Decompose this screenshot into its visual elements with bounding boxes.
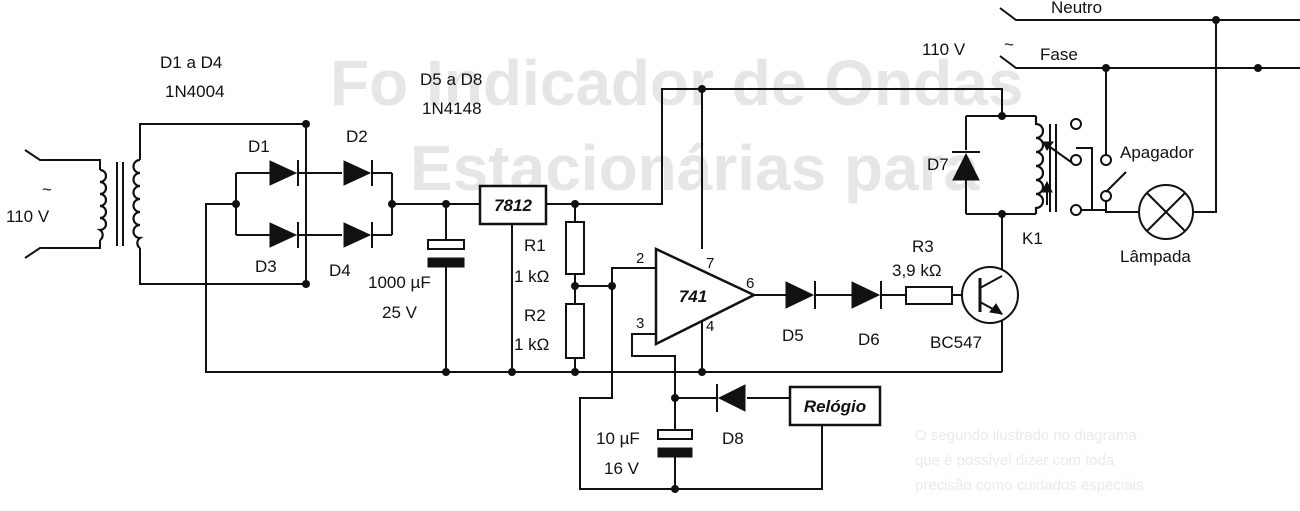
bg-paragraph-line: O segundo ilustrado no diagrama	[915, 427, 1137, 444]
d3-label: D3	[255, 257, 277, 276]
d6-label: D6	[858, 330, 880, 349]
input-mains: ~ 110 V	[6, 180, 52, 226]
r1-label: R1	[524, 236, 546, 255]
resistor-r2	[565, 303, 585, 359]
d8-label: D8	[722, 429, 744, 448]
timing-cap-voltage: 16 V	[604, 459, 640, 478]
regulator-7812: 7812	[478, 184, 548, 226]
diode-d2	[343, 160, 373, 186]
wires	[24, 7, 1300, 490]
rectifier-group-label: D1 a D4	[160, 53, 222, 72]
opamp-pin-7: 7	[706, 255, 714, 272]
diode-d5	[785, 281, 816, 309]
mains-voltage-label: 110 V	[922, 40, 966, 59]
bg-paragraph-line: que é possível dizer com toda	[915, 452, 1115, 469]
clock-label: Relógio	[804, 397, 866, 416]
regulator-label: 7812	[494, 196, 532, 215]
input-voltage-label: 110 V	[6, 207, 50, 226]
r2-label: R2	[524, 306, 546, 325]
opamp-label: 741	[679, 287, 707, 306]
diode-d4	[343, 222, 373, 248]
transformer	[96, 158, 144, 249]
d4-label: D4	[329, 261, 351, 280]
diode-d8	[716, 384, 746, 412]
d2-label: D2	[346, 127, 368, 146]
timing-cap-value: 10 µF	[596, 429, 640, 448]
switch-label: Apagador	[1120, 143, 1194, 162]
opamp-pin-3: 3	[636, 315, 644, 332]
junction-dots	[232, 16, 1262, 493]
r3-value: 3,9 kΩ	[892, 261, 942, 280]
bg-paragraph-line: precisão como cuidados especiais	[915, 477, 1143, 494]
d7-label: D7	[927, 155, 949, 174]
opamp-pin-4: 4	[706, 318, 714, 335]
r1-value: 1 kΩ	[514, 267, 549, 286]
relay-label: K1	[1022, 229, 1043, 248]
timing-capacitor	[657, 398, 693, 458]
neutro-label: Neutro	[1051, 0, 1102, 17]
relay-k1	[1034, 116, 1082, 216]
mains-ac-symbol: ~	[1004, 35, 1014, 54]
opamp-pin-6: 6	[746, 275, 754, 292]
diode-d1	[269, 160, 299, 186]
clock-module: Relógio	[788, 385, 882, 427]
filter-cap-value: 1000 µF	[368, 273, 431, 292]
resistor-r3	[905, 286, 953, 305]
transistor-bc547	[961, 266, 1019, 324]
diode-d3	[269, 222, 299, 248]
transistor-label: BC547	[930, 333, 982, 352]
signal-diode-part-label: 1N4148	[422, 99, 482, 118]
rectifier-part-label: 1N4004	[165, 82, 225, 101]
opamp-pin-2: 2	[636, 250, 644, 267]
fase-label: Fase	[1040, 45, 1078, 64]
bg-title-line1: Fo Indicador de Ondas	[330, 47, 1023, 119]
filter-capacitor	[427, 239, 465, 268]
diode-d6	[851, 281, 882, 309]
d5-label: D5	[782, 326, 804, 345]
r3-label: R3	[912, 237, 934, 256]
wall-switch	[1100, 154, 1127, 202]
signal-diode-group-label: D5 a D8	[420, 70, 482, 89]
resistor-r1	[565, 221, 585, 275]
d1-label: D1	[248, 137, 270, 156]
lamp-label: Lâmpada	[1120, 247, 1191, 266]
r2-value: 1 kΩ	[514, 335, 549, 354]
ac-symbol: ~	[42, 180, 52, 199]
filter-cap-voltage: 25 V	[382, 303, 418, 322]
opamp-741: 741	[654, 247, 757, 347]
diode-d7	[952, 151, 980, 181]
lamp	[1138, 184, 1194, 240]
background-print: Fo Indicador de Ondas Estacionárias para…	[330, 47, 1143, 494]
